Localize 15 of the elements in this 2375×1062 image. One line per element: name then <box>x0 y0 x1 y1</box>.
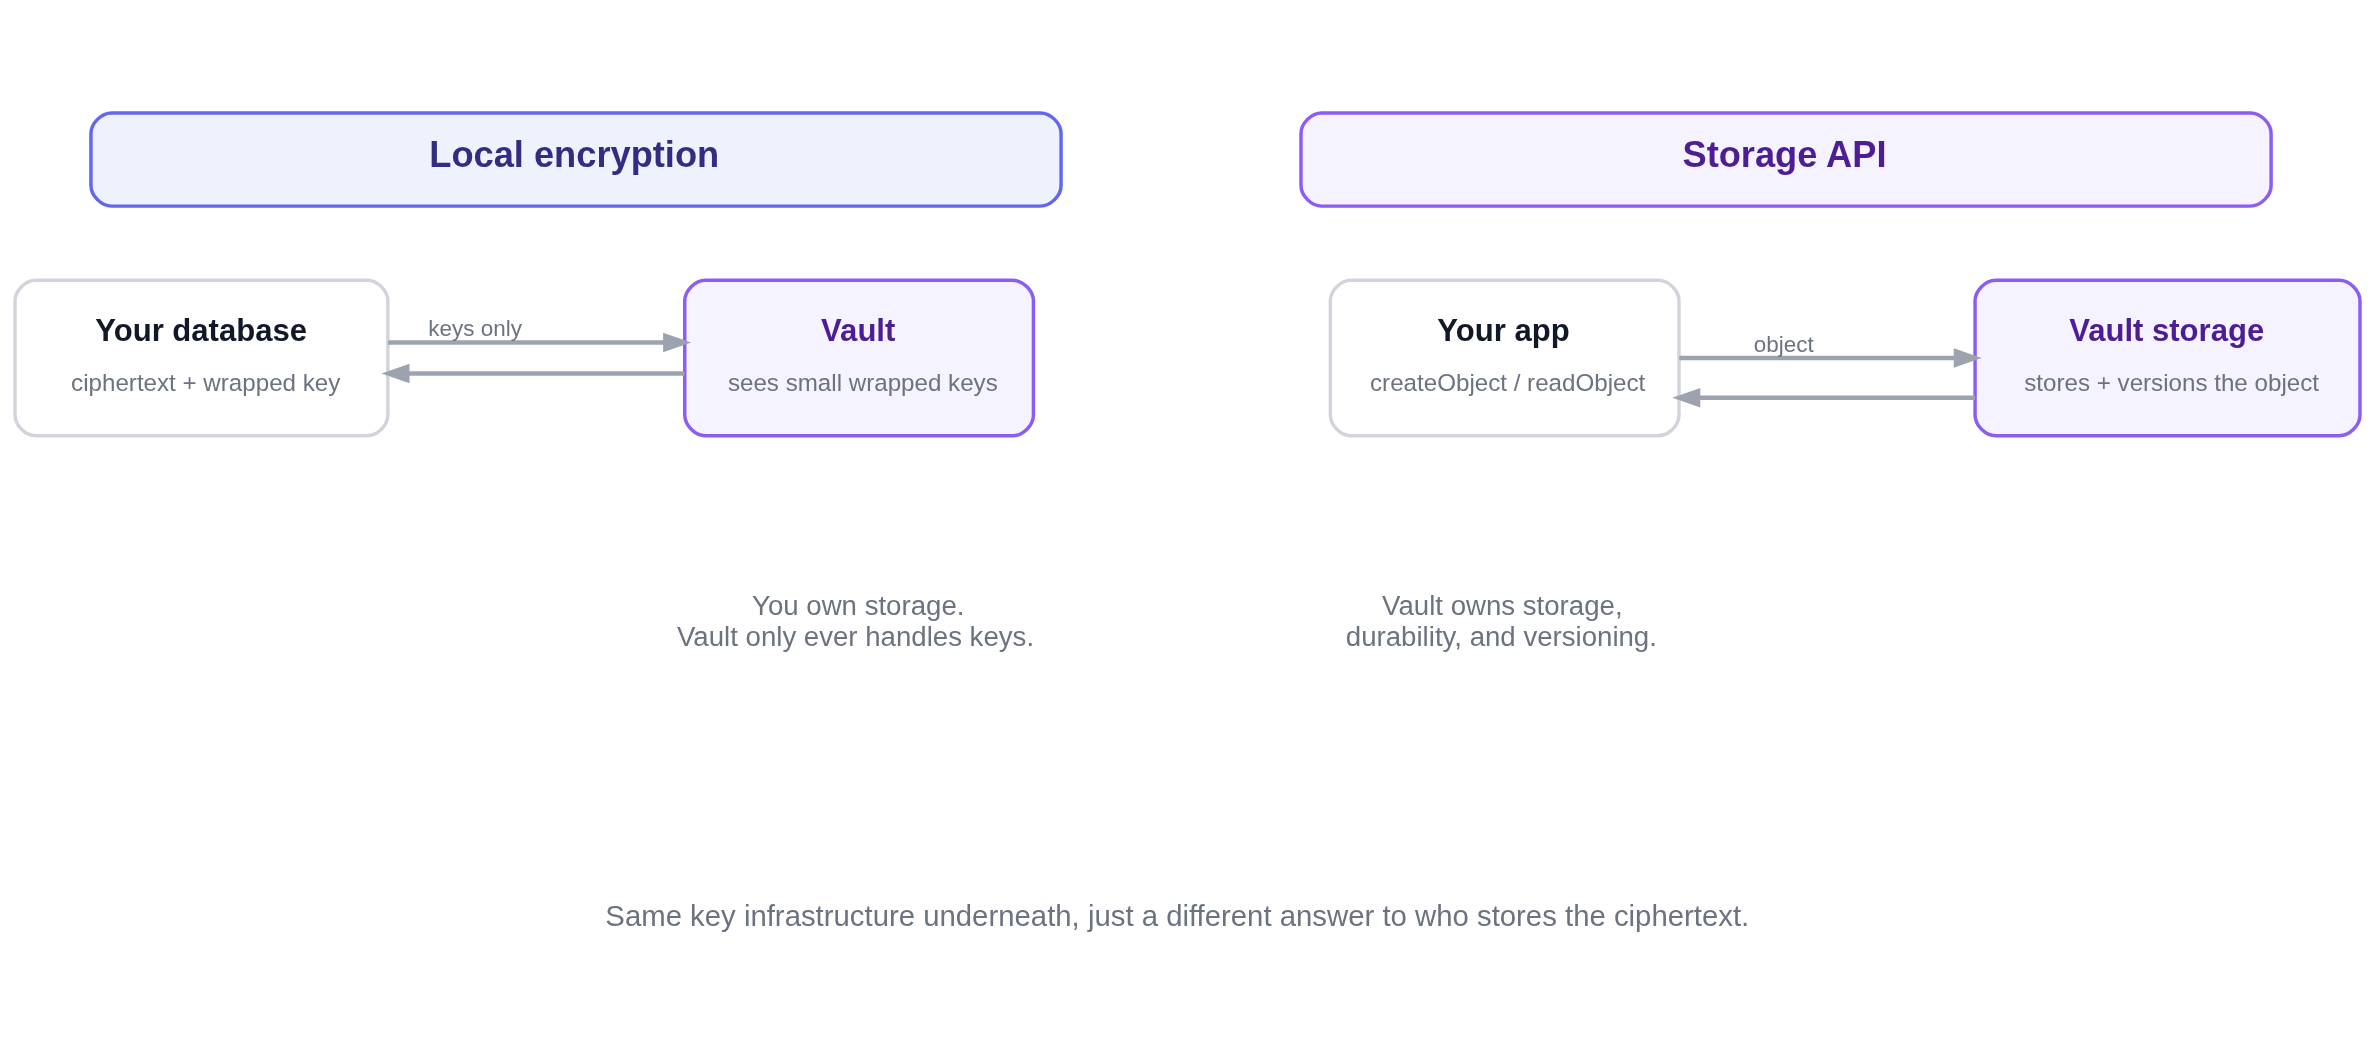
edge-label: object <box>1753 331 1814 357</box>
node-box: Vault sees small wrapped keys <box>683 278 1036 437</box>
label: Vault owns storage, durability, and versioning. <box>1345 589 1657 652</box>
node-box: Vault storage stores + versions the object <box>1973 278 2362 437</box>
node-box: Your database ciphertext + wrapped key <box>13 278 390 437</box>
arrow <box>1679 347 1982 368</box>
node-box: Local encryption <box>89 110 1063 208</box>
arrow <box>1672 387 1975 408</box>
arrow <box>381 363 685 383</box>
edge-label: keys only <box>428 315 522 341</box>
node-box: Your app createObject / readObject <box>1328 278 1681 437</box>
node-box: Storage API <box>1299 110 2273 208</box>
caption: Same key infrastructure underneath, just a different answer to who stores the ciphertext. <box>605 898 1750 932</box>
label: You own storage. Vault only ever handles keys. <box>676 589 1035 652</box>
arrow <box>388 332 692 352</box>
